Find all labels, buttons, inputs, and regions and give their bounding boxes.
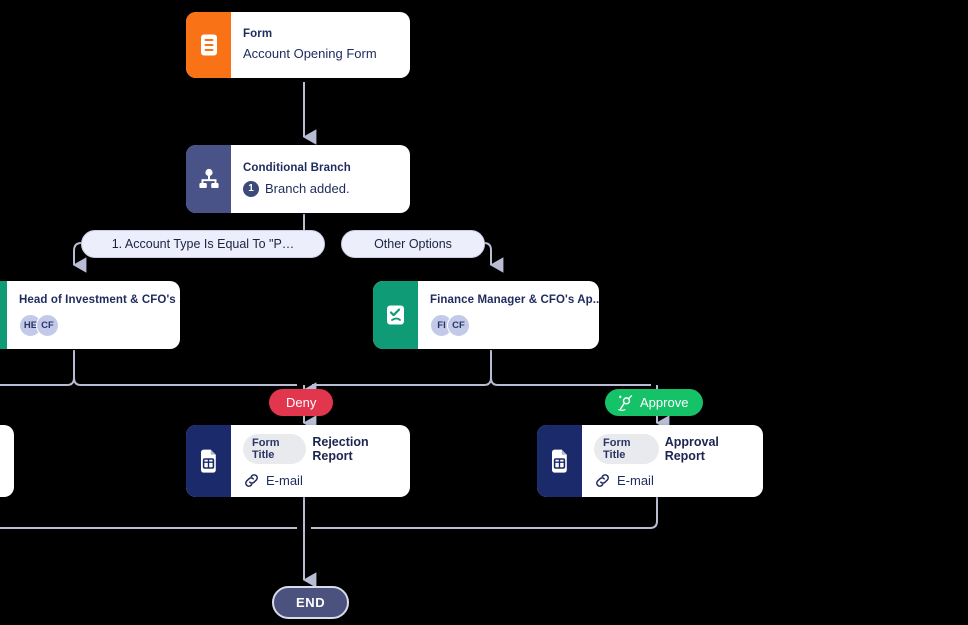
node-conditional-branch[interactable]: Conditional Branch 1 Branch added. — [186, 145, 410, 213]
rejection-email-label: E-mail — [266, 472, 303, 488]
hierarchy-icon — [197, 167, 221, 191]
signature-pen-icon — [616, 394, 634, 412]
end-text: END — [296, 595, 326, 610]
node-approval-report[interactable]: Form Title Approval Report E-mail — [537, 425, 763, 497]
approval-report-icon-block — [537, 425, 582, 497]
link-icon — [243, 472, 260, 489]
report-icon — [548, 449, 571, 473]
approval-right-title: Finance Manager & CFO's Ap... — [430, 294, 599, 306]
form-title-value: Rejection Report — [312, 434, 369, 463]
branch-condition-text: 1. Account Type Is Equal To "P… — [111, 237, 295, 251]
document-icon — [198, 33, 220, 57]
report-icon — [197, 449, 220, 473]
form-icon-block — [186, 12, 231, 78]
node-report-left-clipped[interactable] — [0, 425, 14, 497]
form-title-label: Form Title — [243, 433, 307, 464]
branch-subtitle-row: 1 Branch added. — [243, 180, 398, 198]
approval-left-avatars: HE CF — [19, 314, 180, 337]
approve-text: Approve — [640, 395, 689, 410]
rejection-link-row: E-mail — [243, 472, 398, 489]
node-rejection-report[interactable]: Form Title Rejection Report E-mail — [186, 425, 410, 497]
branch-label-other[interactable]: Other Options — [341, 230, 485, 258]
approve-label[interactable]: Approve — [605, 389, 704, 416]
branch-label-condition[interactable]: 1. Account Type Is Equal To "P… — [81, 230, 325, 258]
approval-right-icon-block — [373, 281, 418, 349]
deny-text: Deny — [286, 395, 317, 410]
node-approval-left[interactable]: Head of Investment & CFO's ... HE CF — [0, 281, 180, 349]
form-title-value: Approval Report — [664, 434, 719, 463]
approval-report-title-row: Form Title Approval Report — [594, 433, 751, 464]
end-node[interactable]: END — [272, 586, 350, 619]
wire-app-down — [311, 497, 658, 529]
node-form[interactable]: Form Account Opening Form — [186, 12, 410, 78]
avatar: CF — [447, 314, 470, 337]
wire-leftapp-bus — [0, 350, 75, 386]
node-approval-right[interactable]: Finance Manager & CFO's Ap... FI CF — [373, 281, 599, 349]
wire-left-branch — [72, 242, 87, 273]
approval-left-icon-block — [0, 281, 7, 349]
avatar: CF — [36, 314, 59, 337]
form-title-label: Form Title — [594, 433, 659, 464]
approval-email-label: E-mail — [617, 472, 654, 488]
wire-rightapp-bus — [312, 350, 492, 386]
link-icon — [594, 472, 611, 489]
rejection-icon-block — [186, 425, 231, 497]
wire-leftapp-bus2 — [73, 350, 297, 386]
deny-label[interactable]: Deny — [269, 389, 334, 416]
form-subtitle: Account Opening Form — [243, 46, 377, 61]
branch-title: Conditional Branch — [243, 161, 351, 174]
branch-subtitle: Branch added. — [265, 180, 350, 196]
branch-count-badge: 1 — [243, 180, 259, 197]
approval-report-link-row: E-mail — [594, 472, 751, 489]
branch-other-text: Other Options — [374, 237, 452, 251]
approval-icon — [384, 303, 408, 327]
rejection-title-row: Form Title Rejection Report — [243, 433, 398, 464]
branch-icon-block — [186, 145, 231, 213]
approval-right-avatars: FI CF — [430, 314, 599, 337]
form-title: Form — [243, 28, 273, 40]
wire-rightapp-bus3 — [490, 350, 651, 386]
approval-left-title: Head of Investment & CFO's ... — [19, 294, 180, 306]
